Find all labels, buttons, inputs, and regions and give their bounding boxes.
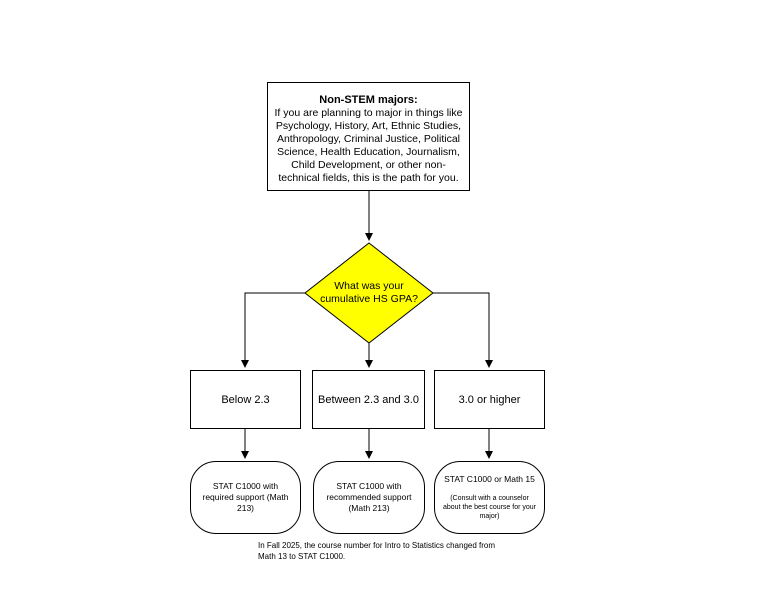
- outcome-below-text: STAT C1000 with required support (Math 2…: [202, 481, 289, 513]
- decision-question: What was your cumulative HS GPA?: [305, 280, 433, 306]
- outcome-higher: STAT C1000 or Math 15 (Consult with a co…: [434, 461, 545, 534]
- outcome-between: STAT C1000 with recommended support (Mat…: [313, 461, 425, 534]
- start-title: Non-STEM majors:: [319, 94, 418, 106]
- outcome-higher-note: (Consult with a counselor about the best…: [443, 495, 536, 520]
- branch-higher-label: 3.0 or higher: [458, 393, 521, 406]
- branch-below-label: Below 2.3: [221, 393, 270, 406]
- outcome-between-text: STAT C1000 with recommended support (Mat…: [326, 481, 412, 513]
- connector-decision-to-below: [241, 292, 305, 368]
- branch-below: Below 2.3: [190, 370, 301, 429]
- outcome-below: STAT C1000 with required support (Math 2…: [190, 461, 301, 534]
- branch-higher: 3.0 or higher: [434, 370, 545, 429]
- branch-between-label: Between 2.3 and 3.0: [318, 393, 419, 406]
- decision-line-2: cumulative HS GPA?: [320, 293, 418, 305]
- outcome-higher-text: STAT C1000 or Math 15: [444, 474, 535, 484]
- start-body: If you are planning to major in things l…: [274, 107, 463, 184]
- connector-decision-to-higher: [433, 292, 493, 368]
- branch-between: Between 2.3 and 3.0: [312, 370, 425, 429]
- start-box: Non-STEM majors: If you are planning to …: [267, 82, 470, 191]
- decision-line-1: What was your: [334, 280, 404, 292]
- footnote: In Fall 2025, the course number for Intr…: [258, 541, 496, 561]
